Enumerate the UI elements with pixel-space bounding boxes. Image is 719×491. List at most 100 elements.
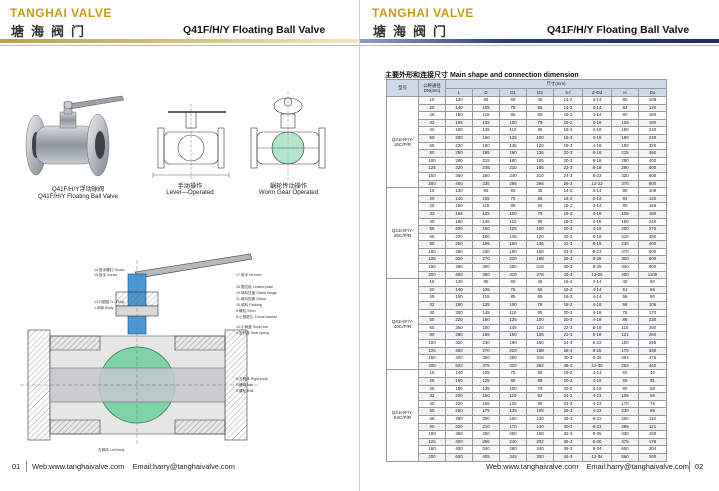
table-cell: 150 [472, 392, 500, 401]
table-cell: 195 [472, 149, 500, 158]
photo-caption-cn: Q41F/H/Y浮动球阀 [51, 186, 105, 193]
part-callout: 6.左阀体 Right body [236, 377, 268, 381]
table-cell: 8-25 [582, 263, 612, 272]
table-cell: 22-2 [553, 384, 583, 394]
table-cell: 16-2 [553, 278, 583, 287]
gear-caption-en: Worm Gear Operated [258, 189, 319, 196]
table-cell: 121 [611, 331, 639, 340]
table-cell: 90 [611, 111, 639, 120]
table-cell: 320 [611, 171, 639, 181]
table-cell: 26-3 [553, 179, 583, 189]
table-cell: 75 [499, 194, 527, 204]
table-cell: 58 [638, 384, 667, 394]
table-cell: 115 [472, 111, 500, 120]
table-cell: 300 [611, 255, 639, 265]
table-cell: 600 [445, 452, 473, 462]
table-cell: 18-3 [553, 217, 583, 227]
table-cell: 14-2 [553, 187, 583, 196]
table-cell: 100 [418, 430, 446, 439]
table-cell: 4-18 [582, 384, 612, 394]
table-cell: 85 [499, 111, 527, 120]
table-cell: 215 [472, 156, 500, 166]
header-rule [360, 45, 719, 46]
table-cell: 55 [526, 103, 554, 113]
table-cell: 204 [638, 445, 667, 454]
table-cell: 20-3 [553, 156, 583, 166]
table-cell: 110 [499, 217, 527, 227]
table-cell: 40 [638, 369, 667, 378]
table-cell: 280 [445, 156, 473, 166]
col-header-l: L [445, 87, 473, 97]
table-cell: 90 [638, 293, 667, 303]
table-cell: 150 [638, 430, 667, 439]
table-cell: 150 [418, 263, 446, 272]
table-cell: 15 [418, 187, 446, 196]
col-header-model: 型号 [386, 79, 419, 97]
table-cell: 40 [418, 399, 446, 409]
table-cell: 8-23 [582, 422, 612, 432]
table-cell: 230 [472, 339, 500, 348]
table-cell: 180 [499, 156, 527, 166]
table-cell: 160 [445, 376, 473, 386]
table-cell: 4-18 [582, 376, 612, 386]
table-cell: 90 [611, 202, 639, 211]
table-cell: 130 [445, 278, 473, 287]
table-cell: 200 [499, 430, 527, 439]
table-cell: 25 [418, 202, 446, 211]
table-cell: 18-3 [553, 141, 583, 151]
table-cell: 15 [418, 369, 446, 378]
lever-operated-drawing [152, 104, 230, 180]
table-cell: 40 [418, 308, 446, 318]
table-cell: 44-3 [553, 452, 583, 462]
table-cell: 180 [445, 217, 473, 227]
part-callout: 12.小阀盖 Small bar [236, 325, 268, 329]
table-cell: 90 [611, 384, 639, 394]
table-cell: 20-2 [553, 376, 583, 386]
part-callout: 15.扳手 Screw [94, 273, 118, 278]
parts-callouts-left: 14.扳手螺钉 Screw 15.扳手 Screw 13.O型圈 O—Ring … [94, 268, 134, 311]
dimension-table: 型号 公称通径 DN(mm) 尺寸(mm) L D D1 D2 b-f Z-Φd… [386, 79, 667, 462]
table-cell: 165 [445, 209, 473, 219]
table-cell: 75 [499, 369, 527, 378]
table-cell: 80 [418, 331, 446, 340]
table-cell: 145 [472, 126, 500, 135]
footer-contact: Web:www.tanghaivalve.com Email:harry@tan… [486, 462, 689, 471]
table-cell: 180 [445, 384, 473, 394]
table-cell: 100 [418, 339, 446, 348]
table-cell: 12-30 [582, 361, 612, 371]
table-cell: 200 [611, 225, 639, 234]
table-cell: 250 [499, 263, 527, 272]
table-cell: 82 [526, 392, 554, 401]
table-cell: 300 [472, 263, 500, 272]
table-cell: 100 [418, 247, 446, 257]
table-cell: 8-25 [582, 430, 612, 439]
table-cell: 270 [472, 255, 500, 265]
table-cell: 24-3 [553, 247, 583, 257]
table-cell: 320 [445, 339, 473, 348]
sectional-drawing [20, 253, 260, 446]
table-cell: 110 [611, 323, 639, 333]
table-cell: 51 [638, 376, 667, 386]
table-cell: 150 [445, 202, 473, 211]
table-cell: 330 [638, 346, 667, 356]
table-cell: 200 [445, 225, 473, 234]
table-cell: 76 [638, 399, 667, 409]
table-cell: 8-18 [582, 156, 612, 166]
table-cell: 4-14 [582, 293, 612, 303]
table-cell: 34-3 [553, 270, 583, 280]
table-cell: 18-3 [553, 133, 583, 143]
table-cell: 65 [418, 141, 446, 151]
table-cell: 185 [526, 164, 554, 173]
table-cell: 100 [418, 156, 446, 166]
table-cell: 125 [418, 164, 446, 173]
table-cell: 200 [472, 414, 500, 424]
